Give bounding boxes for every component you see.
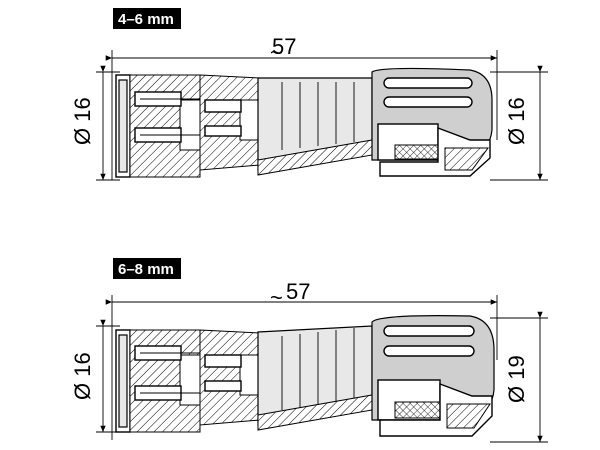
bottom-right-diameter-label: Ø 19 — [504, 355, 529, 403]
bottom-left-diameter-label: Ø 16 — [70, 352, 95, 400]
bottom-right-diameter: Ø 19 — [490, 311, 548, 443]
top-approx-mark: ~ — [270, 40, 283, 65]
top-right-diameter: Ø 16 — [490, 65, 548, 181]
top-cable-range-label: 4–6 mm — [118, 11, 174, 28]
bottom-cable-range-tag: 6–8 mm — [113, 258, 181, 279]
top-left-diameter-label: Ø 16 — [70, 97, 95, 145]
bottom-cable-range-label: 6–8 mm — [118, 261, 174, 278]
top-left-diameter: Ø 16 — [70, 65, 120, 181]
bottom-view: 6–8 mm 57 ~ Ø 16 Ø 19 — [70, 258, 548, 443]
top-connector-body — [115, 67, 493, 178]
bottom-connector-body — [115, 315, 495, 437]
bottom-length-dimension: 57 ~ — [105, 279, 498, 440]
top-length-label: 57 — [272, 34, 296, 59]
top-cable-range-tag: 4–6 mm — [113, 8, 181, 29]
bottom-length-label: 57 — [286, 279, 310, 304]
top-length-dimension: 57 ~ — [105, 34, 498, 180]
bottom-left-diameter: Ø 16 — [70, 319, 120, 433]
top-right-diameter-label: Ø 16 — [504, 97, 529, 145]
bottom-approx-mark: ~ — [270, 285, 283, 310]
top-view: 4–6 mm 57 ~ Ø 16 Ø 16 — [70, 8, 548, 181]
